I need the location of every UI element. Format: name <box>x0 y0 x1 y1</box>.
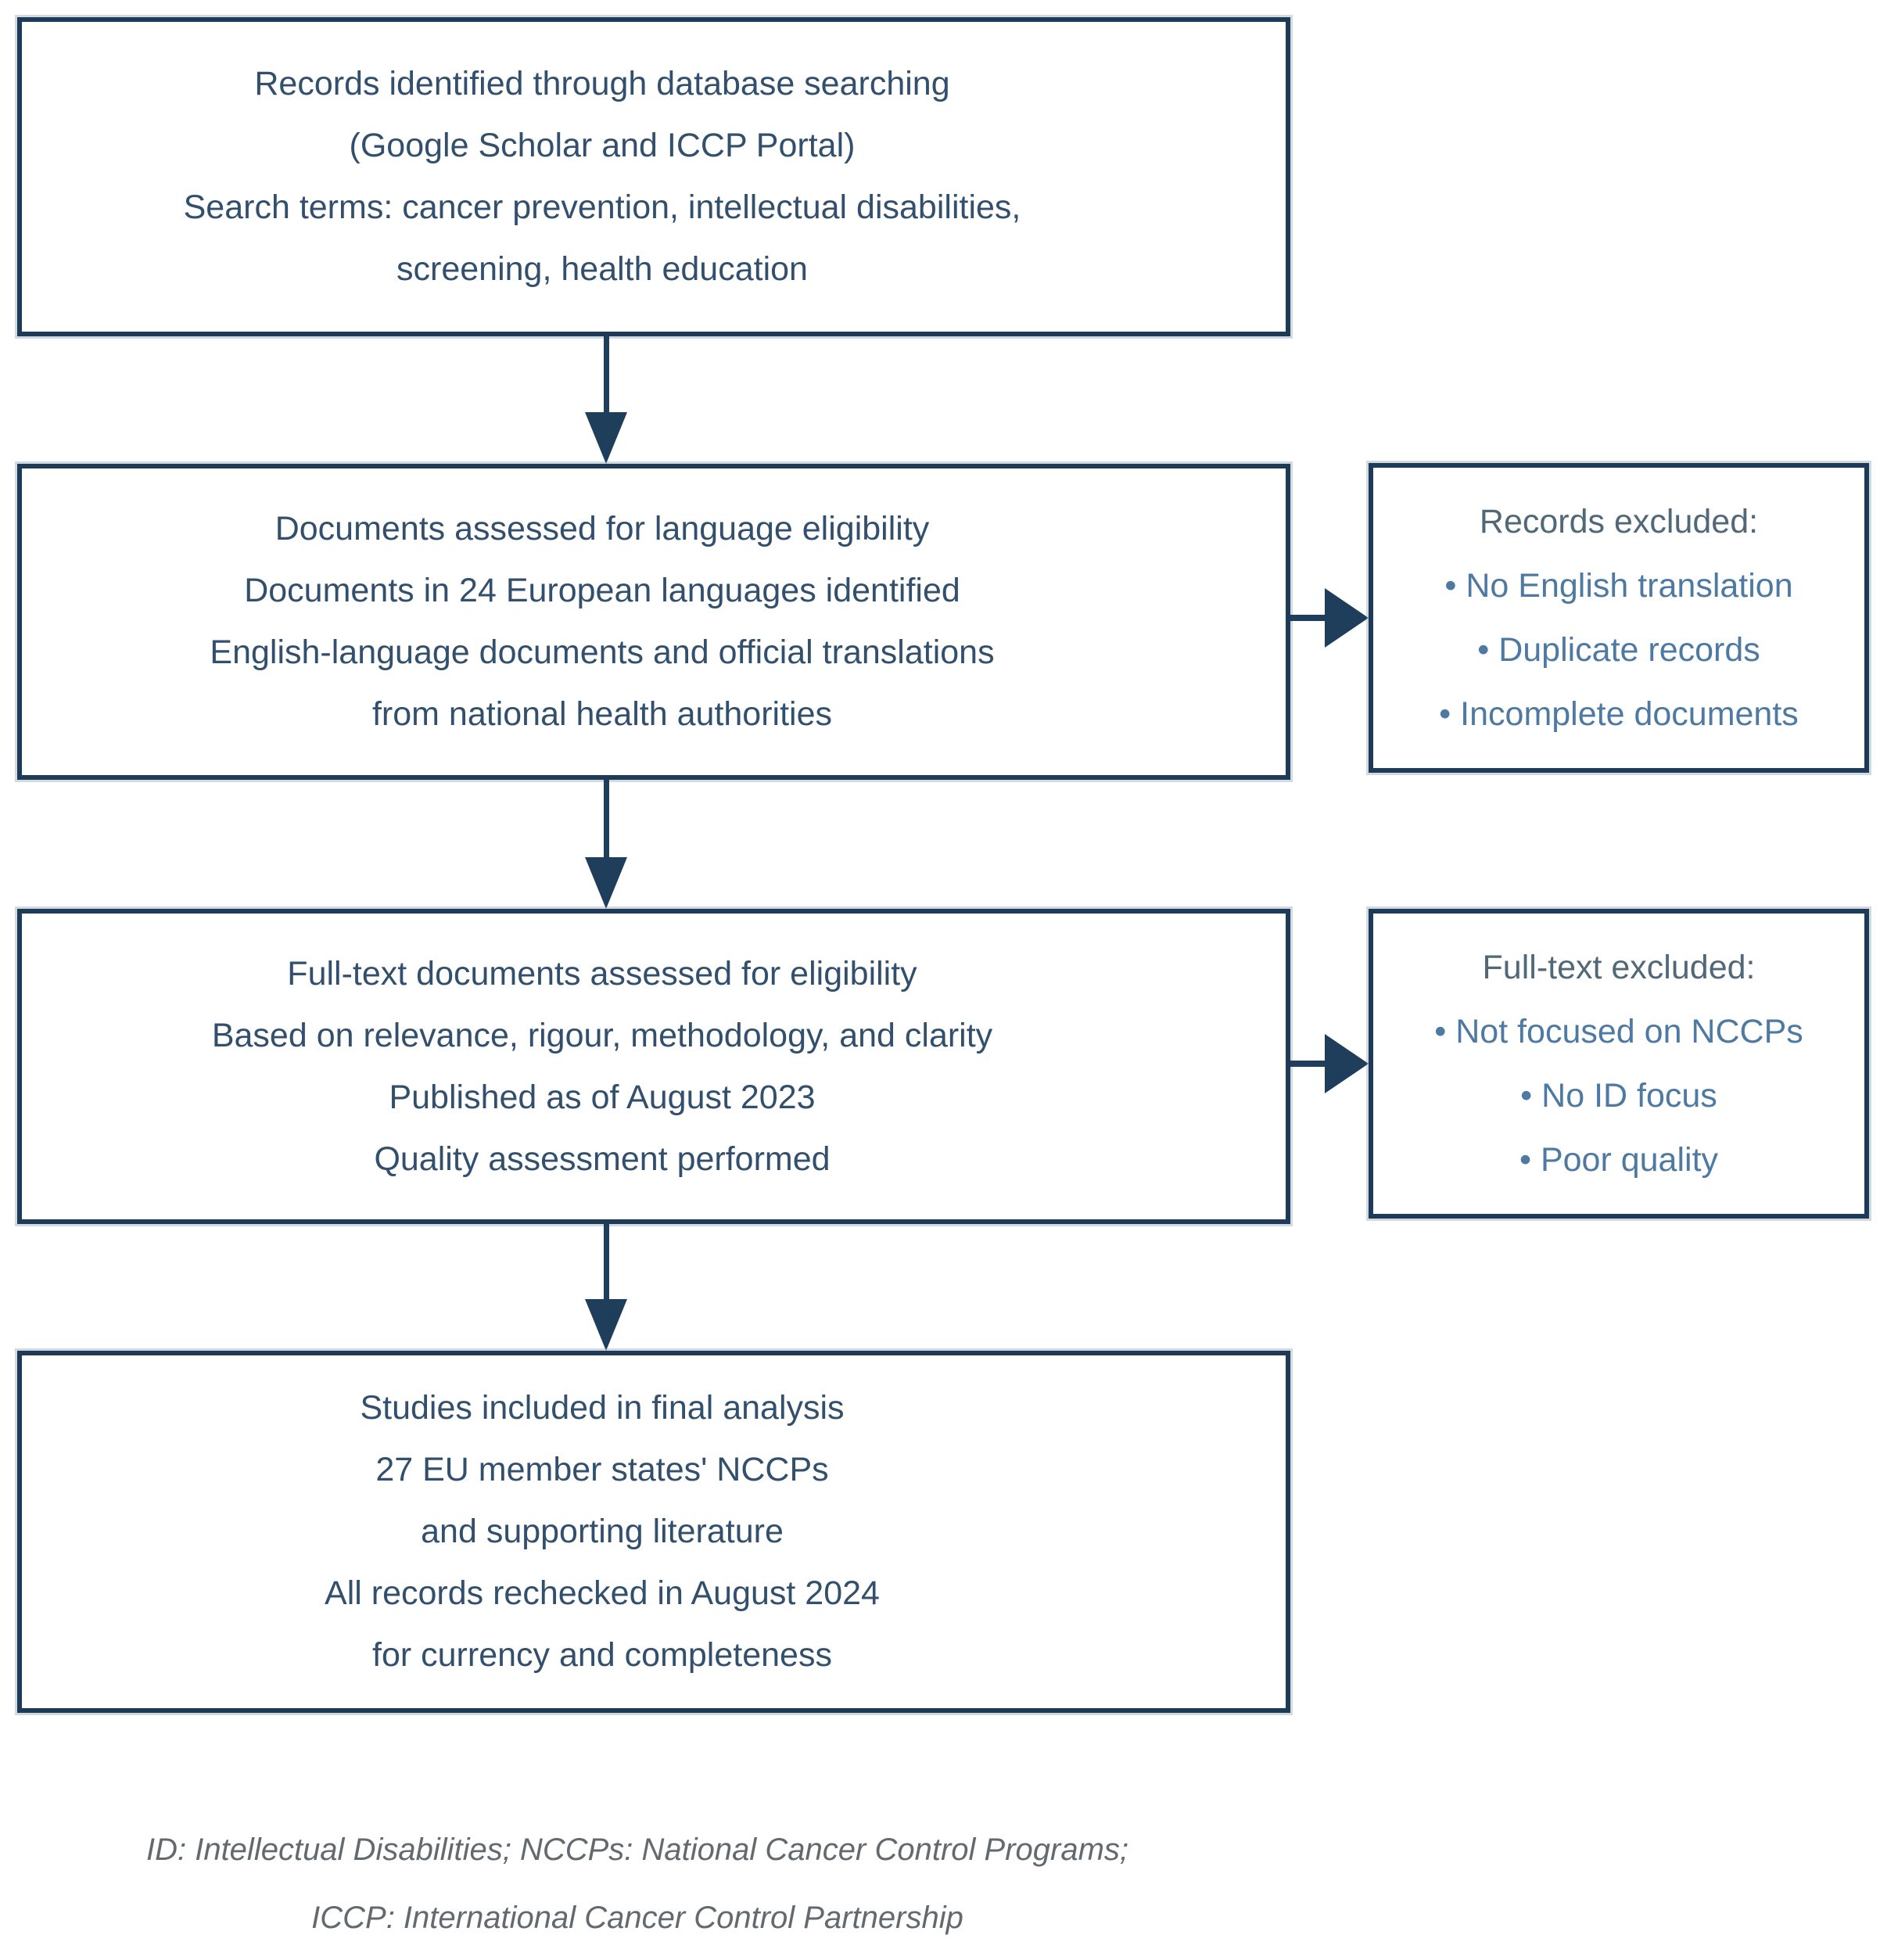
box-studies-included-line: and supporting literature <box>421 1513 784 1550</box>
box-fulltext-eligibility-line: Published as of August 2023 <box>389 1078 816 1116</box>
box-fulltext-eligibility-line: Quality assessment performed <box>374 1140 831 1178</box>
arrow-stem <box>603 1224 609 1299</box>
box-language-eligibility-line: Documents in 24 European languages ident… <box>244 572 960 609</box>
box-fulltext-excluded: Full-text excluded: • Not focused on NCC… <box>1369 909 1869 1219</box>
records-excluded-title: Records excluded: <box>1479 503 1759 540</box>
box-language-eligibility-line: Documents assessed for language eligibil… <box>274 510 930 547</box>
abbreviations-footnote: ID: Intellectual Disabilities; NCCPs: Na… <box>17 1816 1290 1952</box>
arrow-down-icon <box>585 780 627 909</box>
box-fulltext-eligibility-line: Based on relevance, rigour, methodology,… <box>211 1016 993 1054</box>
box-records-identified-line: Search terms: cancer prevention, intelle… <box>183 188 1021 226</box>
fulltext-excluded-item: • Poor quality <box>1519 1141 1719 1179</box>
fulltext-excluded-title: Full-text excluded: <box>1482 949 1756 986</box>
box-studies-included-line: 27 EU member states' NCCPs <box>375 1451 829 1488</box>
arrow-stem <box>603 780 609 857</box>
records-excluded-item: • Incomplete documents <box>1439 695 1799 733</box>
box-language-eligibility-line: English-language documents and official … <box>210 634 995 671</box>
arrow-head <box>585 412 627 464</box>
box-records-identified: Records identified through database sear… <box>17 17 1290 336</box>
arrow-stem <box>1290 1061 1325 1067</box>
box-records-excluded: Records excluded: • No English translati… <box>1369 463 1869 773</box>
records-excluded-item: • Duplicate records <box>1477 631 1760 669</box>
box-fulltext-eligibility-line: Full-text documents assessed for eligibi… <box>287 954 917 993</box>
abbreviations-footnote-line: ICCP: International Cancer Control Partn… <box>311 1901 963 1935</box>
box-studies-included-line: for currency and completeness <box>372 1636 832 1674</box>
fulltext-excluded-item: • Not focused on NCCPs <box>1434 1013 1803 1050</box>
box-studies-included-line: Studies included in final analysis <box>360 1389 845 1427</box>
arrow-head <box>1325 588 1369 648</box>
box-records-identified-line: (Google Scholar and ICCP Portal) <box>349 127 856 164</box>
arrow-down-icon <box>585 1224 627 1351</box>
arrow-stem <box>603 336 609 412</box>
box-language-eligibility-line: from national health authorities <box>371 695 833 733</box>
records-excluded-item: • No English translation <box>1444 567 1793 605</box>
arrow-head <box>585 1299 627 1351</box>
box-studies-included-line: All records rechecked in August 2024 <box>325 1574 880 1612</box>
arrow-down-icon <box>585 336 627 464</box>
arrow-head <box>1325 1034 1369 1093</box>
arrow-right-icon <box>1290 1034 1369 1093</box>
arrow-stem <box>1290 615 1325 621</box>
fulltext-excluded-item: • No ID focus <box>1520 1077 1717 1115</box>
box-records-identified-line: screening, health education <box>396 250 808 288</box>
box-language-eligibility: Documents assessed for language eligibil… <box>17 464 1290 780</box>
box-records-identified-line: Records identified through database sear… <box>254 65 950 102</box>
arrow-head <box>585 857 627 909</box>
arrow-right-icon <box>1290 588 1369 648</box>
box-fulltext-eligibility: Full-text documents assessed for eligibi… <box>17 909 1290 1224</box>
box-studies-included: Studies included in final analysis 27 EU… <box>17 1351 1290 1713</box>
abbreviations-footnote-line: ID: Intellectual Disabilities; NCCPs: Na… <box>145 1833 1128 1867</box>
